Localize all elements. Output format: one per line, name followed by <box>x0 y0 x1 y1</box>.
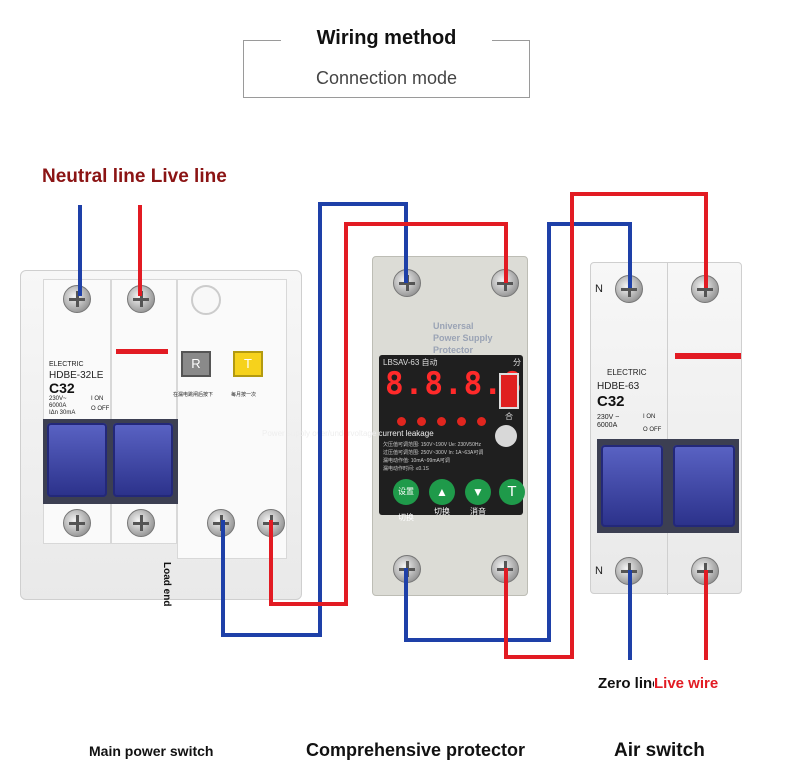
air-breaker-on-label: I ON <box>643 414 656 420</box>
protector-caption: Comprehensive protector <box>306 740 526 760</box>
main-breaker-test-note: 每月按一次 <box>231 392 257 398</box>
protector-overlay-text: Universal Power Supply Protector <box>433 321 493 355</box>
main-switch-caption: Main power switch <box>89 743 214 759</box>
air-breaker-screw-l-top <box>691 275 719 303</box>
protector-up-button[interactable]: ▲ <box>429 479 455 505</box>
protector-set-button[interactable]: 设置 切换 <box>393 479 419 522</box>
protector-panel: LBSAV-63 自动 分 8.8.8.8 合 欠压值可调范围: 150V~19… <box>379 355 525 522</box>
protector-power-switch[interactable] <box>499 373 519 409</box>
page-title: Wiring method <box>243 27 530 50</box>
led-1 <box>397 417 406 426</box>
air-breaker-rating: C32 <box>597 393 625 410</box>
protector-spec-2: 过压值可调范围: 250V~300V In: 1A~63A可调 <box>383 450 484 456</box>
zero-line-label: Zero line <box>598 675 661 692</box>
led-4 <box>457 417 466 426</box>
protector-down-button[interactable]: ▼ <box>465 479 491 505</box>
main-breaker-toggle-n[interactable] <box>47 423 107 497</box>
air-breaker-divider <box>667 263 668 595</box>
neutral-wire-protector-to-air <box>404 222 632 642</box>
neutral-live-label: Neutral line Live line <box>42 166 227 187</box>
main-breaker-on-label: I ON <box>91 396 104 402</box>
protector-close-label: 合 <box>505 412 513 421</box>
main-breaker-test-button[interactable]: T <box>233 351 263 377</box>
protector-mute-label: 消音 <box>470 507 486 516</box>
title-frame <box>243 40 530 98</box>
protector-up-label: 切换 <box>434 507 450 516</box>
live-wire-label: Live wire <box>654 675 719 692</box>
main-breaker-reset-note: 在漏电跳闸后按下 <box>173 392 214 398</box>
protector-model: LBSAV-63 自动 <box>383 358 438 367</box>
main-breaker-off-label: O OFF <box>91 406 110 412</box>
main-breaker-spec2: 6000A <box>49 403 67 409</box>
led-5 <box>477 417 486 426</box>
led-2 <box>417 417 426 426</box>
main-breaker-red-stripe <box>116 349 168 354</box>
air-breaker-spec1: 230V ~ <box>597 414 620 421</box>
main-breaker-reset-button[interactable]: R <box>181 351 211 377</box>
live-wire-main-to-protector <box>269 222 508 606</box>
led-3 <box>437 417 446 426</box>
main-breaker-screw-l-bottom <box>127 509 155 537</box>
air-breaker-model: HDBE-63 <box>597 381 640 392</box>
air-breaker-off-label: O OFF <box>643 427 662 433</box>
protector-switch-label: 分 <box>513 358 521 367</box>
neutral-wire-main-to-protector <box>221 202 408 637</box>
protector: LBSAV-63 自动 分 8.8.8.8 合 欠压值可调范围: 150V~19… <box>372 256 528 596</box>
page-subtitle: Connection mode <box>315 68 458 88</box>
main-breaker-spec1: 230V~ <box>49 396 67 402</box>
main-breaker-brand: ELECTRIC <box>49 361 84 368</box>
protector-spec-4: 漏电动作时间: ≤0.1S <box>383 466 429 472</box>
main-breaker-model: HDBE-32LE <box>49 370 104 381</box>
protector-spec-3: 漏电动作值: 10mA~99mA可调 <box>383 458 450 464</box>
main-breaker-toggle-l[interactable] <box>113 423 173 497</box>
air-breaker-brand: ELECTRIC <box>607 368 647 377</box>
main-breaker-screw-n-bottom <box>63 509 91 537</box>
air-switch-caption: Air switch <box>614 740 705 761</box>
protector-buzzer <box>495 425 517 447</box>
air-breaker-n-top: N <box>595 283 603 295</box>
protector-spec-1: 欠压值可调范围: 150V~190V Ue: 230V50Hz <box>383 442 481 448</box>
air-breaker-spec2: 6000A <box>597 422 618 429</box>
title-frame-right <box>492 40 530 41</box>
main-breaker-rating: C32 <box>49 380 75 396</box>
title-frame-left <box>243 40 281 41</box>
main-breaker-screw-n-top <box>63 285 91 313</box>
main-breaker-spec3: IΔn 30mA <box>49 410 76 416</box>
air-breaker-toggle-n[interactable] <box>601 445 663 527</box>
air-breaker-red-stripe <box>675 353 741 359</box>
air-breaker-toggle-l[interactable] <box>673 445 735 527</box>
air-breaker: N ELECTRIC HDBE-63 C32 230V ~ 6000A I ON… <box>590 262 742 595</box>
live-wire-protector-to-air <box>504 192 708 659</box>
main-breaker-screw-l-top <box>127 285 155 313</box>
air-breaker-n-bottom: N <box>595 565 603 577</box>
main-breaker: ELECTRIC HDBE-32LE C32 230V~ 6000A IΔn 3… <box>20 270 302 600</box>
protector-test-button[interactable]: T <box>499 479 525 505</box>
main-breaker-test-hole <box>191 285 221 315</box>
